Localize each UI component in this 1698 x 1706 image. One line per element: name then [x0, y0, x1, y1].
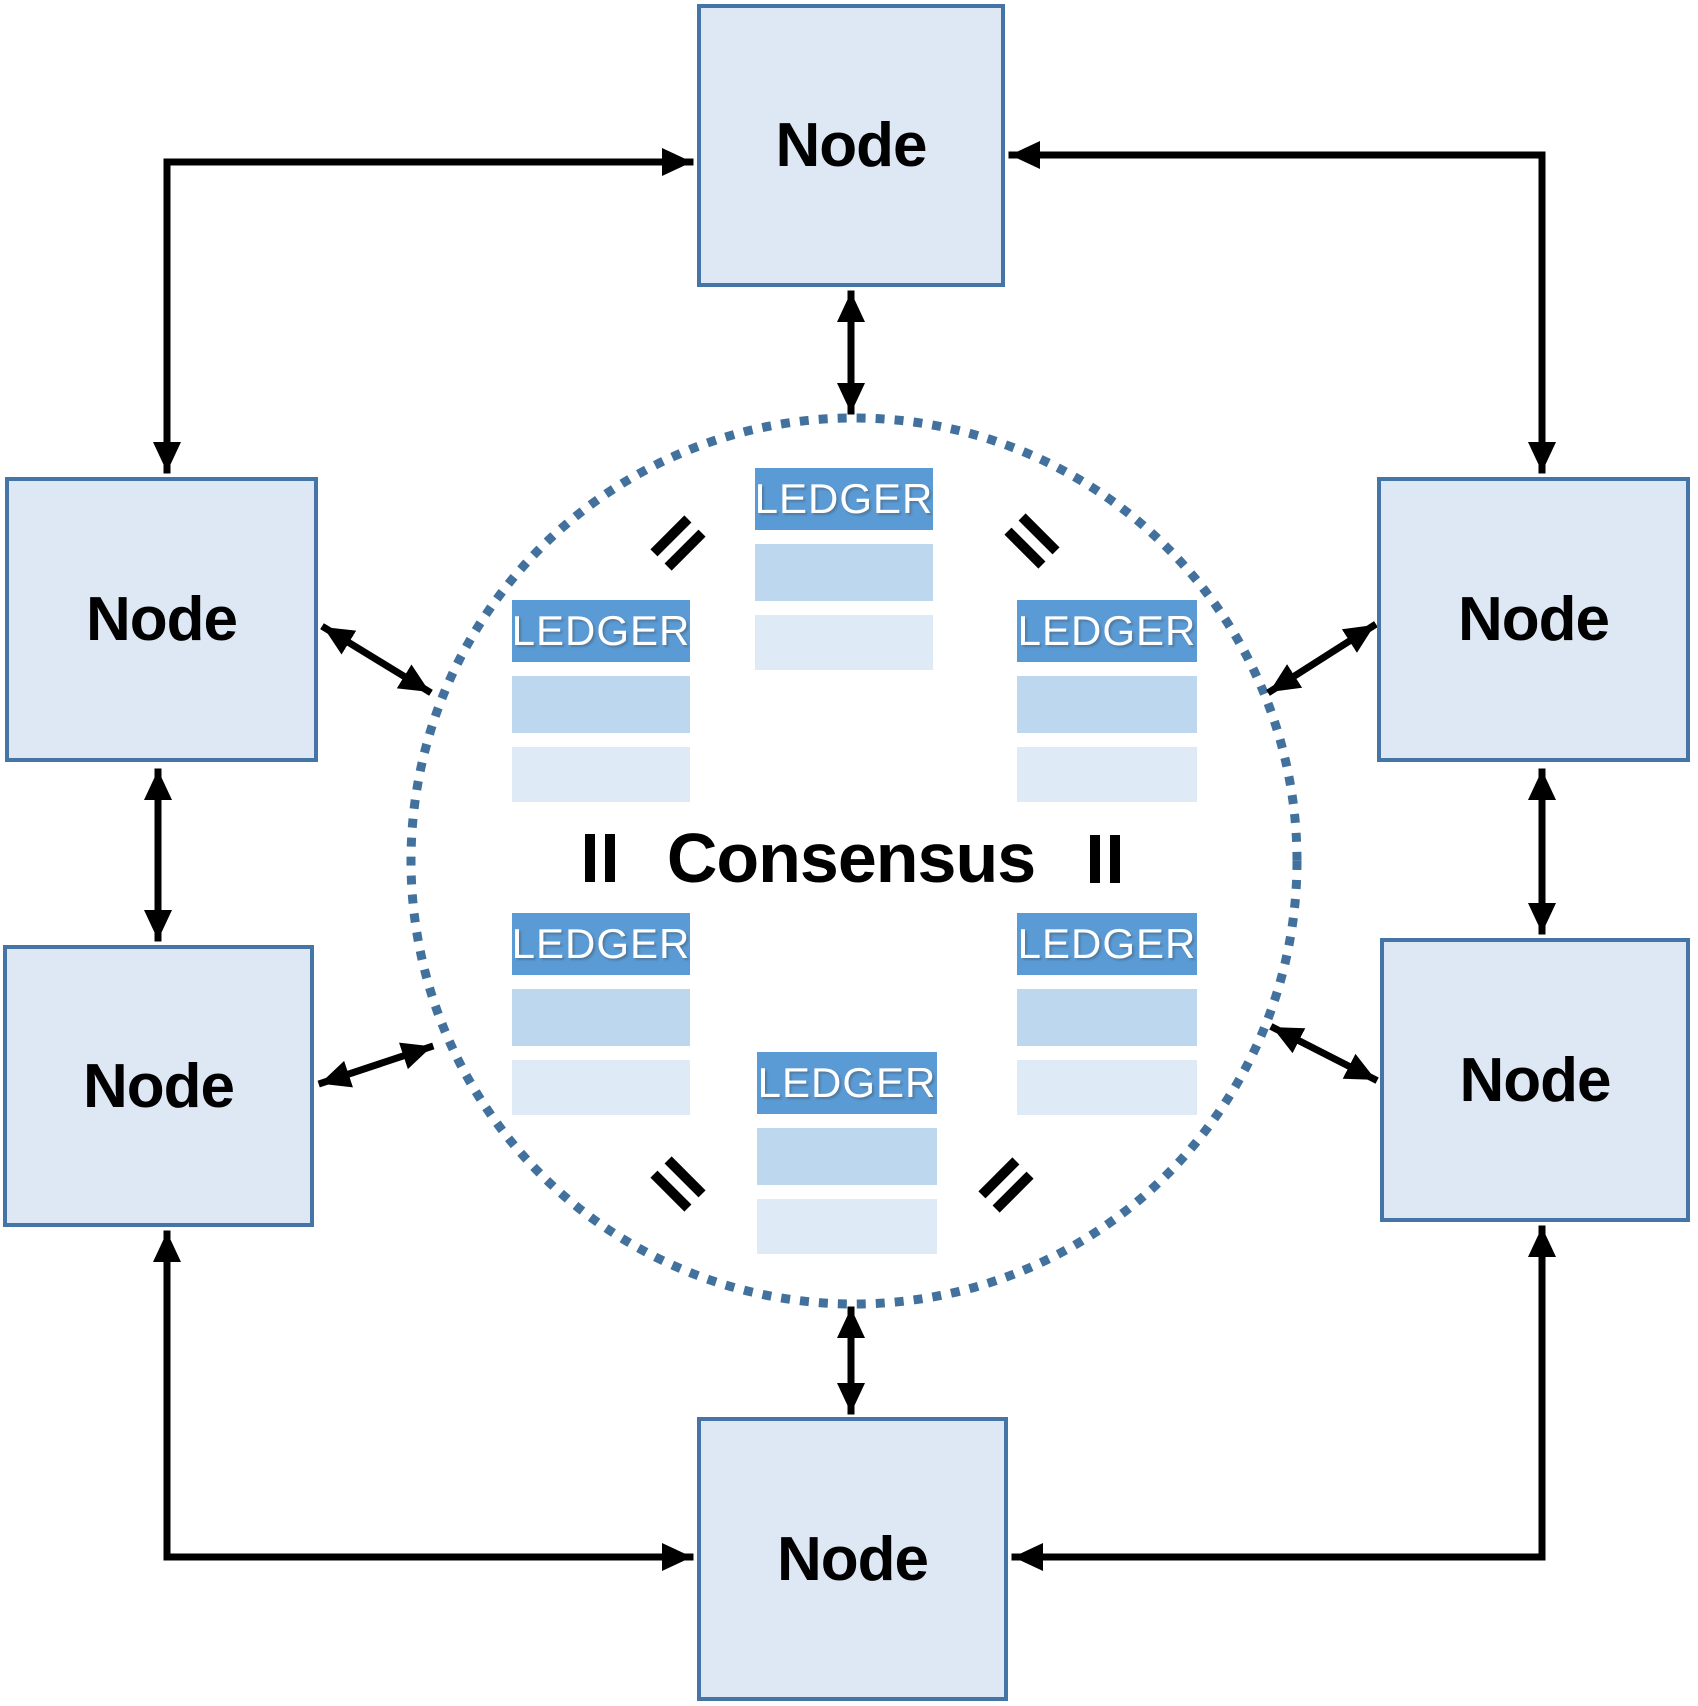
node-box-bottom: Node [697, 1417, 1008, 1701]
ledger-top-center: LEDGER [755, 468, 933, 670]
ledger-upper-left: LEDGER [512, 600, 690, 802]
ledger-header: LEDGER [757, 1052, 937, 1114]
arrow-lower-right-corner [1011, 1225, 1556, 1571]
ledger-row [512, 989, 690, 1046]
equals-bar [605, 834, 615, 882]
node-label: Node [1458, 585, 1610, 654]
arrow-lower-left-corner [153, 1230, 694, 1571]
node-box-upper-left: Node [5, 477, 318, 762]
ledger-header: LEDGER [1017, 600, 1197, 662]
node-label: Node [777, 1524, 929, 1594]
ledger-header: LEDGER [1017, 913, 1197, 975]
equals-sign-middle-left [585, 834, 615, 882]
arrow-upper-left-diagonal [320, 623, 433, 696]
ledger-row [1017, 676, 1197, 733]
equals-bar [1090, 835, 1100, 883]
node-label: Node [83, 1051, 235, 1121]
ledger-row [1017, 989, 1197, 1046]
ledger-row [512, 676, 690, 733]
ledger-header: LEDGER [755, 468, 933, 530]
consensus-circle [406, 413, 1302, 1309]
node-box-top: Node [697, 4, 1005, 287]
consensus-label: Consensus [666, 819, 1036, 897]
node-label: Node [775, 111, 928, 180]
equals-sign-middle-right [1090, 835, 1120, 883]
arrow-lower-left-diagonal [317, 1042, 435, 1088]
ledger-row [755, 615, 933, 670]
ledger-lower-left: LEDGER [512, 913, 690, 1115]
node-label: Node [1459, 1045, 1612, 1115]
ledger-lower-right: LEDGER [1017, 913, 1197, 1115]
ledger-upper-right: LEDGER [1017, 600, 1197, 802]
arrow-upper-right-diagonal [1266, 621, 1378, 696]
ledger-row [755, 544, 933, 601]
ledger-header: LEDGER [512, 600, 690, 662]
arrow-lower-right-diagonal [1269, 1023, 1379, 1084]
node-label: Node [86, 585, 238, 654]
ledger-header: LEDGER [512, 913, 690, 975]
ledger-row [1017, 747, 1197, 802]
ledger-row [757, 1128, 937, 1185]
equals-bar [1110, 835, 1120, 883]
ledger-row [1017, 1060, 1197, 1115]
ledger-row [512, 747, 690, 802]
arrow-upper-left-corner [153, 148, 694, 474]
ledger-row [512, 1060, 690, 1115]
ledger-bottom-center: LEDGER [757, 1052, 937, 1254]
ledger-row [757, 1199, 937, 1254]
node-box-lower-right: Node [1380, 938, 1690, 1222]
node-box-lower-left: Node [3, 945, 314, 1227]
node-box-upper-right: Node [1377, 477, 1690, 762]
arrow-upper-right-corner [1008, 141, 1556, 474]
equals-bar [585, 834, 595, 882]
